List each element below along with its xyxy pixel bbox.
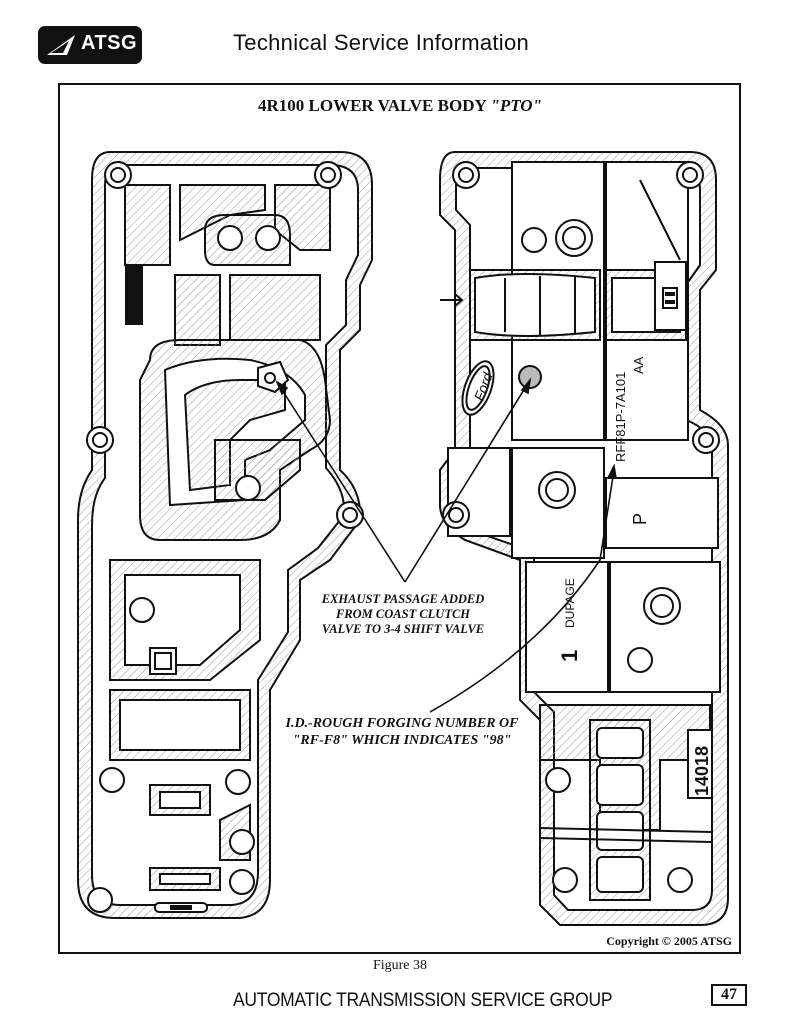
page-header-title: Technical Service Information [233,30,530,55]
callout-forging-number: I.D.-ROUGH FORGING NUMBER OF "RF-F8" WHI… [285,716,519,748]
diagram-title-sub: "PTO" [490,96,542,115]
page-number: 47 [711,984,747,1006]
copyright-notice: Copyright © 2005 ATSG [606,934,732,948]
casting-dupage: DUPAGE [563,578,577,628]
casting-position-1: 1 [557,650,582,662]
figure-label: Figure 38 [372,958,428,973]
figure-frame [58,83,741,954]
atsg-emblem-icon [47,35,75,55]
diagram-title: 4R100 LOWER VALVE BODY "PTO" [0,96,800,116]
casting-forging-number: 14018 [692,746,712,796]
casting-marks: RFF81P-7A101 AA Ford P 1 DUPAGE 14018 [471,356,712,796]
left-plate [77,151,373,919]
diagram-title-main: 4R100 LOWER VALVE BODY [257,96,487,115]
logo-text: ATSG [81,32,138,54]
callout-leaders [275,377,617,713]
leader-exhaust-right [404,379,531,583]
casting-position-p: P [630,513,650,525]
casting-revision: AA [631,356,646,374]
leader-forging [429,469,615,713]
leader-exhaust-left [276,381,406,583]
right-plate [439,151,729,926]
casting-part-number: RFF81P-7A101 [613,372,628,462]
callout-exhaust-passage: EXHAUST PASSAGE ADDED FROM COAST CLUTCH … [321,592,485,636]
page-footer-text: AUTOMATIC TRANSMISSION SERVICE GROUP [233,990,613,1011]
atsg-logo: ATSG [38,26,142,64]
